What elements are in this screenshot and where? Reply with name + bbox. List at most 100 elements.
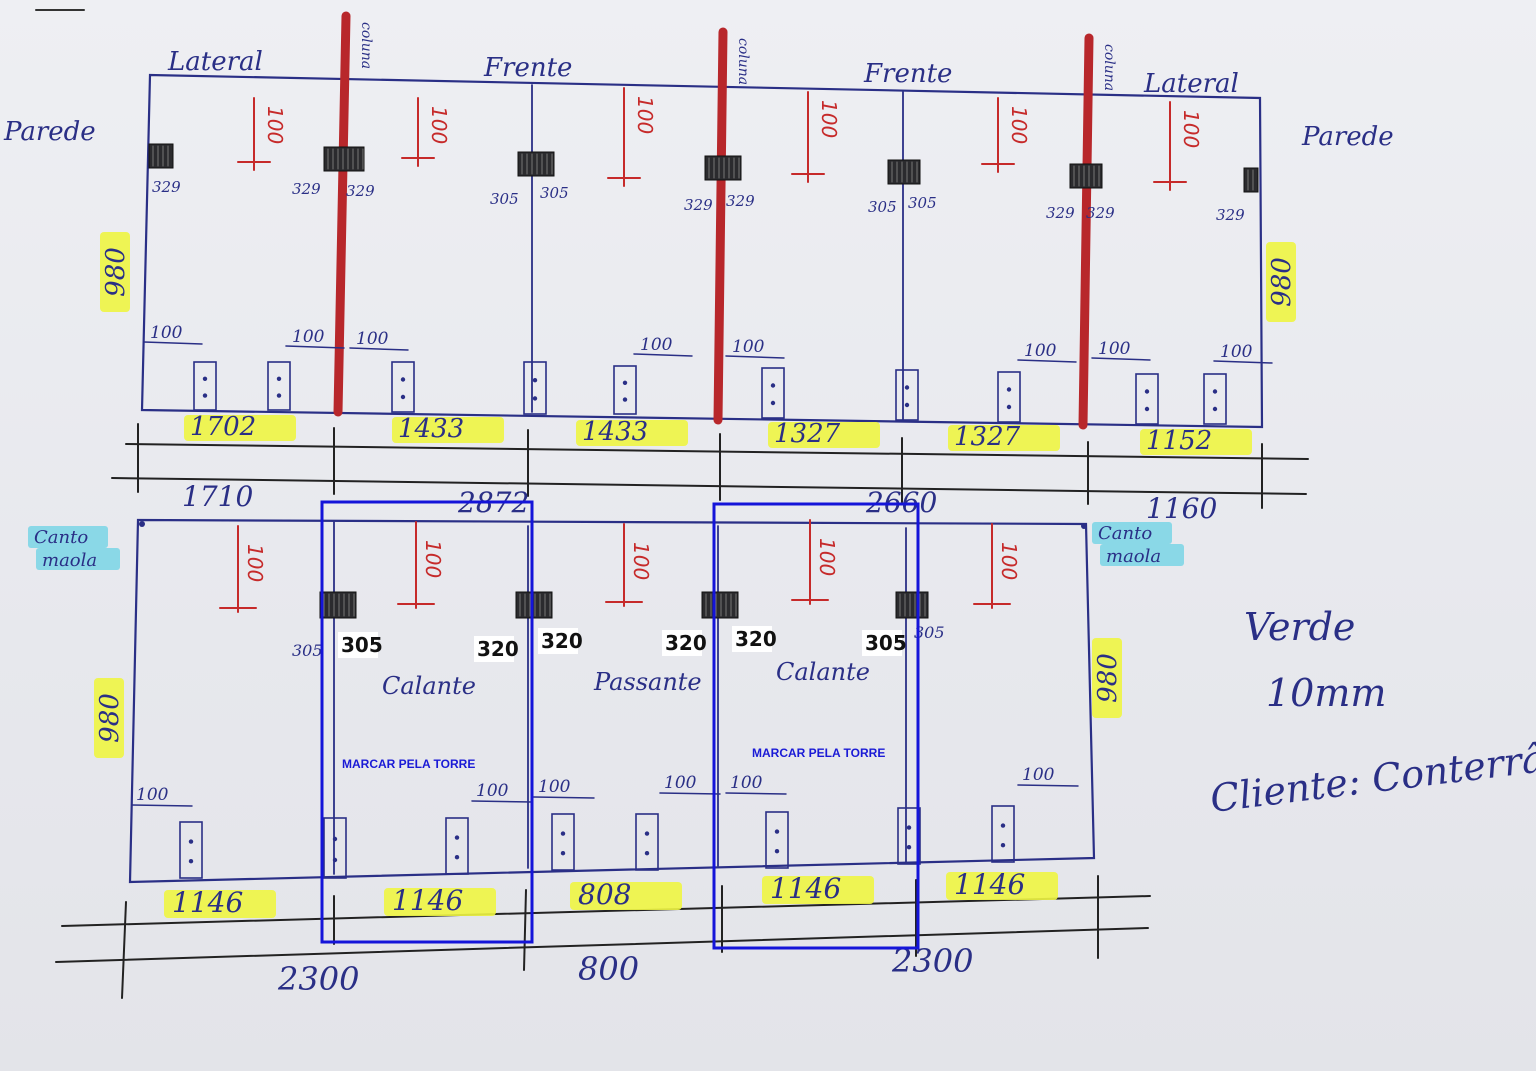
side-note-thickness: 10mm — [1266, 671, 1386, 715]
top-post-number: 329 — [292, 180, 321, 198]
bottom-panel-width: 808 — [578, 878, 631, 911]
red-plumb-label: 100 — [263, 106, 287, 144]
post-number-box — [862, 630, 902, 656]
top-height-left: 980 — [100, 232, 131, 312]
bottom-mark-line — [533, 796, 595, 799]
red-plumb-label: 100 — [629, 542, 653, 580]
post-number-box — [732, 626, 772, 652]
dim-line-top-2 — [111, 477, 1307, 495]
bottom-bottom-mark: 100 — [664, 773, 697, 793]
top-post-number: 329 — [346, 182, 375, 200]
width-highlight — [392, 417, 504, 443]
post-number-boxed: 305 — [341, 633, 383, 657]
post-number-boxed: 320 — [477, 637, 519, 661]
width-highlight — [768, 422, 880, 448]
red-plumb-label: 100 — [815, 538, 839, 576]
dim-tick — [523, 889, 527, 971]
hinge-plate — [897, 807, 921, 865]
height-value: 980 — [1267, 257, 1297, 307]
height-value: 980 — [101, 247, 131, 297]
hinge-plate — [1203, 373, 1227, 425]
bottom-bottom-mark: 100 — [538, 777, 571, 797]
hinge-hole — [906, 825, 912, 830]
width-highlight — [570, 882, 682, 910]
hinge-plate — [895, 369, 919, 421]
red-plumb-value: 100 — [1007, 106, 1031, 144]
column-bar — [1078, 33, 1094, 430]
bottom-total: 800 — [578, 950, 639, 988]
hinge-plate — [761, 367, 785, 419]
side-note-client: Cliente: Conterrâneo — [1208, 728, 1536, 821]
top-panel-width: 1433 — [398, 414, 464, 444]
red-plumb-label: 100 — [817, 100, 841, 138]
red-plumb-label: 100 — [997, 542, 1021, 580]
top-section-label: Lateral — [1143, 69, 1239, 99]
bottom-height-left: 980 — [94, 678, 125, 758]
hinge-hole — [622, 380, 628, 385]
bottom-post-number: 305 — [914, 623, 945, 642]
top-section-label: Frente — [863, 59, 952, 89]
corner-highlight — [36, 548, 120, 570]
post-block — [895, 591, 929, 619]
red-plumb-value: 100 — [997, 542, 1021, 580]
post-block — [319, 591, 357, 619]
top-bottom-mark: 100 — [1220, 342, 1253, 362]
red-plumb-label: 100 — [421, 540, 445, 578]
bottom-frame — [128, 518, 1096, 884]
top-bottom-mark: 100 — [356, 329, 389, 349]
top-total: 1160 — [1146, 492, 1217, 525]
bottom-bottom-mark: 100 — [476, 781, 509, 801]
dim-line-top-1 — [125, 443, 1309, 460]
hinge-hole — [202, 393, 208, 398]
hinge-hole — [774, 829, 780, 834]
hinge-plate — [765, 811, 789, 869]
top-bottom-mark: 100 — [150, 323, 183, 343]
hinge-hole — [644, 831, 650, 836]
top-post-number: 305 — [540, 184, 569, 202]
width-highlight — [946, 872, 1058, 900]
bottom-mark-line — [131, 804, 193, 807]
bottom-panel-label: Calante — [382, 672, 476, 700]
hinge-plate — [635, 813, 659, 871]
corner-highlight — [1092, 522, 1172, 544]
hinge-hole — [1006, 404, 1012, 410]
hinge-hole — [560, 831, 566, 836]
width-highlight — [1140, 429, 1252, 455]
dim-line-bottom-1 — [61, 895, 1151, 927]
hinge-plate — [523, 361, 547, 415]
bottom-panel-label: Calante — [776, 658, 870, 686]
column-label: coluna — [1101, 44, 1117, 91]
hinge-plate — [613, 365, 637, 415]
bottom-corner-left: maola — [42, 550, 97, 571]
hinge-hole — [1144, 389, 1150, 394]
bottom-panel-width: 1146 — [392, 884, 463, 917]
red-plumb-label: 100 — [633, 96, 657, 134]
column-text: coluna — [735, 38, 751, 85]
bottom-post-number: 305 — [292, 641, 323, 660]
hinge-plate — [323, 817, 347, 879]
top-bottom-mark: 100 — [1024, 341, 1057, 361]
post-block — [323, 146, 365, 172]
top-post-number: 329 — [726, 192, 755, 210]
width-highlight — [576, 420, 688, 446]
post-number-box — [474, 636, 514, 662]
bottom-mark-line — [471, 800, 533, 803]
hinge-hole — [770, 400, 776, 406]
bottom-mark-line — [1017, 784, 1079, 787]
dim-tick — [121, 901, 127, 999]
bottom-corner-left: Canto — [34, 527, 88, 548]
top-post-number: 329 — [1046, 204, 1075, 222]
frame-corner — [139, 521, 145, 527]
bottom-bottom-mark: 100 — [1022, 765, 1055, 785]
post-block — [704, 155, 742, 181]
top-height-right: 980 — [1266, 242, 1297, 322]
top-post-number: 329 — [1086, 204, 1115, 222]
hinge-hole — [332, 857, 338, 863]
top-total: 1710 — [182, 480, 253, 513]
top-post-number: 329 — [152, 178, 181, 196]
post-number-box — [538, 628, 578, 654]
bottom-bottom-mark: 100 — [730, 773, 763, 793]
red-plumb-value: 100 — [427, 106, 451, 144]
marcar-note: MARCAR PELA TORRE — [752, 746, 885, 760]
bottom-panel-width: 1146 — [172, 886, 243, 919]
